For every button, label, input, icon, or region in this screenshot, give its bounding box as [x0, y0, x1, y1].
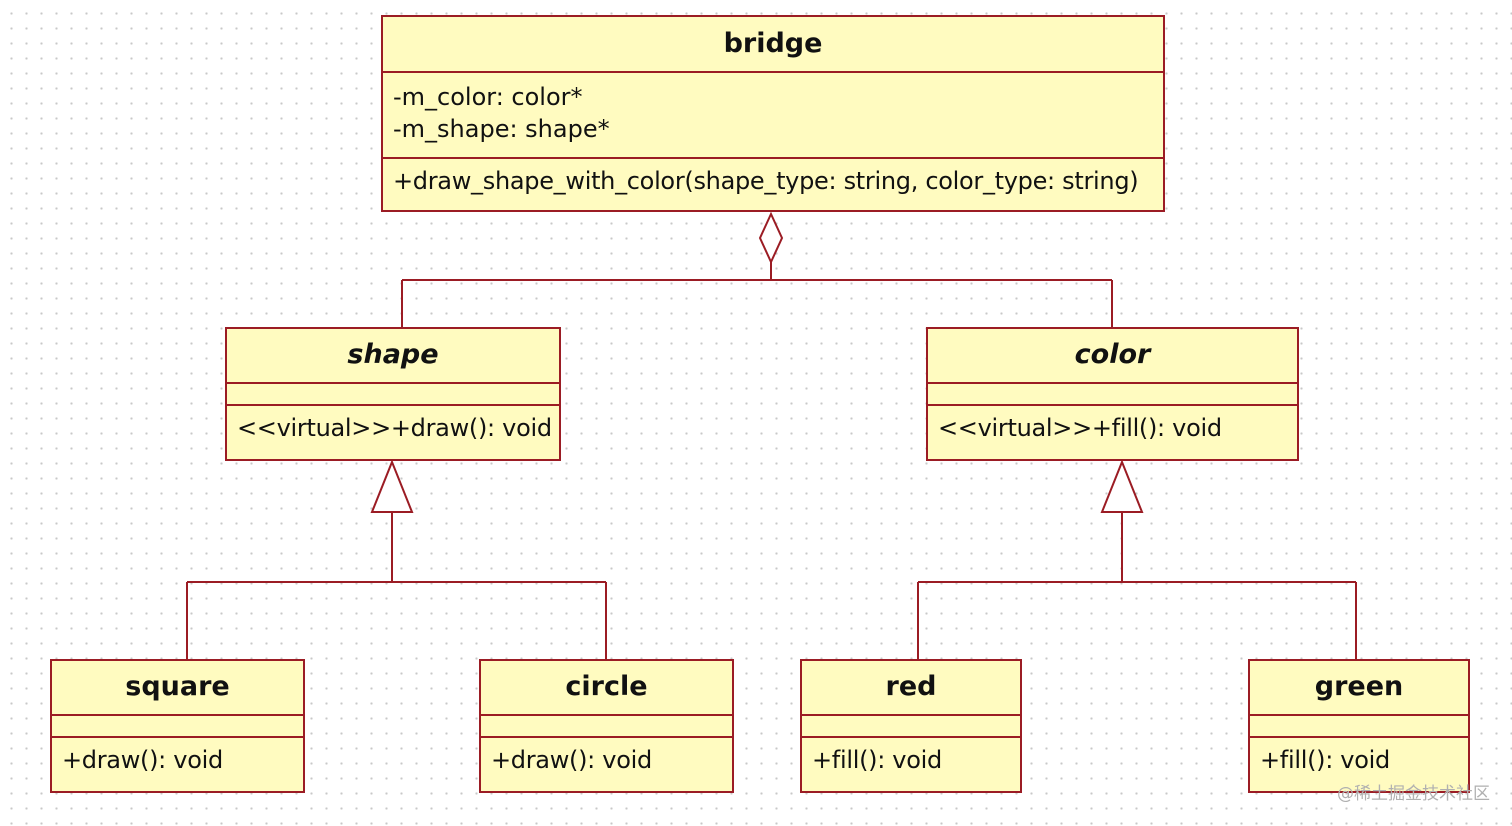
operation: +draw_shape_with_color(shape_type: strin…: [393, 167, 1139, 195]
operations-compartment: <<virtual>>+draw(): void: [227, 406, 559, 444]
class-name: bridge: [383, 17, 1163, 73]
operation: +draw(): void: [62, 746, 223, 774]
operation: +draw(): void: [491, 746, 652, 774]
class-name: square: [52, 661, 303, 716]
class-name: circle: [481, 661, 732, 716]
class-green[interactable]: green +fill(): void: [1248, 659, 1470, 793]
class-square[interactable]: square +draw(): void: [50, 659, 305, 793]
aggregation-diamond: [758, 211, 784, 265]
attributes-compartment: [227, 384, 559, 406]
aggregation-line: [401, 262, 1113, 328]
class-name: shape: [227, 329, 559, 384]
operations-compartment: +draw(): void: [52, 738, 303, 776]
class-name: green: [1250, 661, 1468, 716]
watermark: @稀土掘金技术社区: [1337, 784, 1490, 804]
operations-compartment: +fill(): void: [1250, 738, 1468, 776]
class-circle[interactable]: circle +draw(): void: [479, 659, 734, 793]
operation: <<virtual>>+draw(): void: [237, 414, 552, 442]
operation: <<virtual>>+fill(): void: [938, 414, 1222, 442]
attributes-compartment: [481, 716, 732, 738]
attributes-compartment: [802, 716, 1020, 738]
class-name: color: [928, 329, 1297, 384]
attribute: -m_shape: shape*: [393, 115, 610, 143]
class-name: red: [802, 661, 1020, 716]
class-red[interactable]: red +fill(): void: [800, 659, 1022, 793]
class-shape[interactable]: shape <<virtual>>+draw(): void: [225, 327, 561, 461]
attributes-compartment: [1250, 716, 1468, 738]
operations-compartment: +draw_shape_with_color(shape_type: strin…: [383, 159, 1163, 197]
operation: +fill(): void: [812, 746, 942, 774]
operations-compartment: +fill(): void: [802, 738, 1020, 776]
generalization-line-shape: [186, 512, 607, 660]
attributes-compartment: [928, 384, 1297, 406]
generalization-arrow-shape: [370, 459, 414, 513]
operation: +fill(): void: [1260, 746, 1390, 774]
generalization-line-color: [917, 512, 1357, 660]
class-color[interactable]: color <<virtual>>+fill(): void: [926, 327, 1299, 461]
operations-compartment: <<virtual>>+fill(): void: [928, 406, 1297, 444]
attribute: -m_color: color*: [393, 83, 583, 111]
class-bridge[interactable]: bridge -m_color: color* -m_shape: shape*…: [381, 15, 1165, 212]
attributes-compartment: [52, 716, 303, 738]
attributes-compartment: -m_color: color* -m_shape: shape*: [383, 73, 1163, 159]
operations-compartment: +draw(): void: [481, 738, 732, 776]
generalization-arrow-color: [1100, 459, 1144, 513]
